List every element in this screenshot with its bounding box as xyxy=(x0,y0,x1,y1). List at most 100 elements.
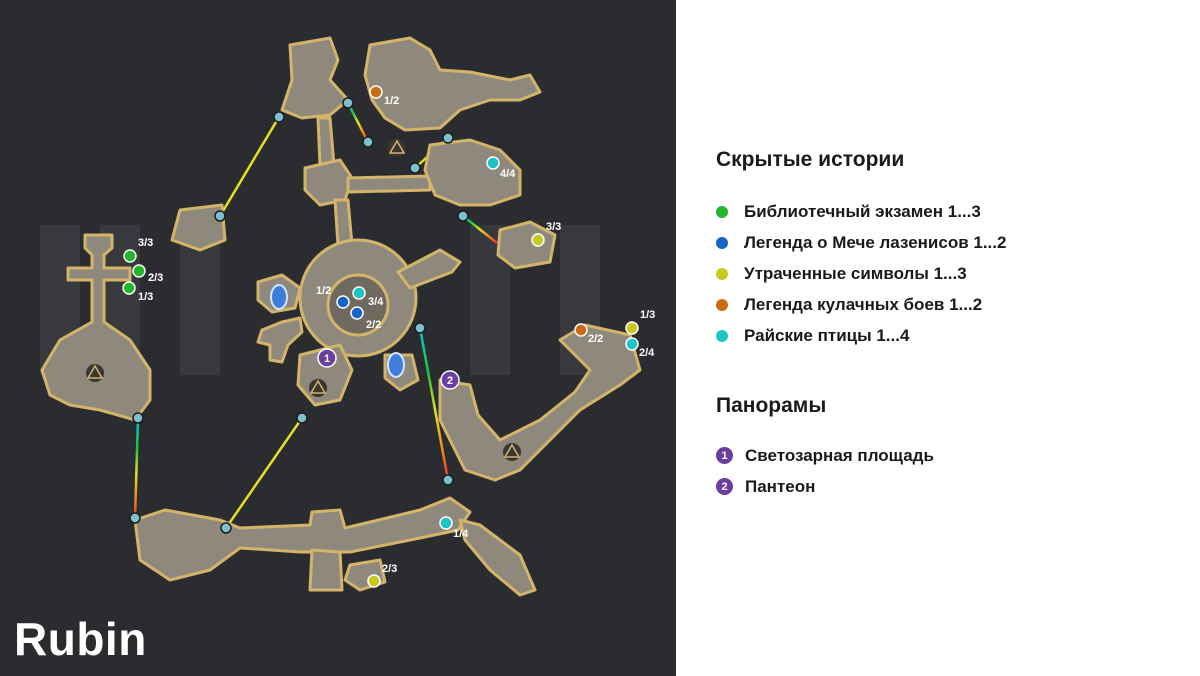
paradise-birds-marker[interactable] xyxy=(439,516,453,530)
room-east xyxy=(423,138,522,207)
room-junction-north xyxy=(303,158,354,207)
legend-label: Легенда кулачных боев 1...2 xyxy=(744,294,983,314)
panorama-marker[interactable] xyxy=(440,370,460,390)
legend-label: Светозарная площадь xyxy=(745,445,934,465)
corridor-south-east xyxy=(458,518,537,597)
marker-label: 1/2 xyxy=(384,95,399,107)
triangle-icon xyxy=(388,139,406,157)
sword-legend-marker[interactable] xyxy=(350,306,364,320)
room-hub-inner xyxy=(326,273,390,337)
corridor-south xyxy=(308,548,344,592)
corridor-north xyxy=(316,116,336,167)
teleport-path xyxy=(418,327,450,481)
portal-node xyxy=(296,412,308,424)
portal-node xyxy=(132,412,144,424)
fist-legend-marker[interactable] xyxy=(369,85,383,99)
panoramas-heading: Панорамы xyxy=(716,394,827,417)
portal-node xyxy=(442,132,454,144)
marker-label: 1/3 xyxy=(640,309,655,321)
marker-label: 4/4 xyxy=(500,168,516,180)
portals xyxy=(129,97,469,534)
lost-symbols-marker[interactable] xyxy=(531,233,545,247)
fist-legend-marker[interactable] xyxy=(574,323,588,337)
portal-node xyxy=(409,162,421,174)
hidden-stories-heading: Скрытые истории xyxy=(716,148,905,171)
sword-legend-marker[interactable] xyxy=(336,295,350,309)
panorama-markers: 12 xyxy=(317,348,460,390)
marker-label: 2/2 xyxy=(588,333,603,345)
room-small-west xyxy=(170,203,227,252)
boss-icons xyxy=(86,139,521,461)
marker-label: 3/3 xyxy=(546,221,561,233)
lost-symbols-marker[interactable] xyxy=(625,321,639,335)
teleport-path xyxy=(224,417,304,529)
corridor-central xyxy=(333,198,354,247)
legend-item: Утраченные символы 1...3 xyxy=(716,258,1006,289)
corridor-north-east xyxy=(346,174,432,194)
gate-icon xyxy=(387,352,405,378)
portal-node xyxy=(442,474,454,486)
gate-icons xyxy=(270,284,405,378)
marker-label: 1/2 xyxy=(316,285,331,297)
legend-dot-icon xyxy=(716,205,728,218)
marker-label: 2/4 xyxy=(639,347,655,359)
lost-symbols-marker[interactable] xyxy=(367,574,381,588)
panorama-marker[interactable] xyxy=(317,348,337,368)
paradise-birds-marker[interactable] xyxy=(625,337,639,351)
room-south-west xyxy=(133,496,472,582)
marker-label: 3/4 xyxy=(368,296,384,308)
panoramas-list: 1 Светозарная площадь 2 Пантеон xyxy=(716,440,934,502)
legend-label: Райские птицы 1...4 xyxy=(744,325,910,345)
legend-item: Легенда о Мече лазенисов 1...2 xyxy=(716,227,1006,258)
marker-label: 2/3 xyxy=(382,563,397,575)
room-top-right xyxy=(363,36,542,132)
room-pantheon xyxy=(438,323,642,482)
legend-label: Пантеон xyxy=(745,476,816,496)
legend-dot-icon xyxy=(716,329,728,342)
marker-label: 3/3 xyxy=(138,237,153,249)
room-cross-west xyxy=(256,316,304,364)
legend-dot-icon xyxy=(716,267,728,280)
marker-label: 2/2 xyxy=(366,319,381,331)
legend-panel: Скрытые истории Библиотечный экзамен 1..… xyxy=(676,0,1200,676)
dungeon-map[interactable]: 12 3/32/31/31/22/23/31/32/31/22/24/43/42… xyxy=(0,0,676,676)
gate-icon xyxy=(270,284,288,310)
teleport-path xyxy=(133,417,140,519)
marker-label: 1/4 xyxy=(453,528,469,540)
library-exam-marker[interactable] xyxy=(122,281,136,295)
paradise-birds-marker[interactable] xyxy=(486,156,500,170)
portal-node xyxy=(273,111,285,123)
legend-item: 1 Светозарная площадь xyxy=(716,440,934,471)
room-symbol-north xyxy=(496,220,557,270)
room-north-west xyxy=(280,36,350,120)
panorama-number-icon: 1 xyxy=(716,447,733,464)
legend-label: Библиотечный экзамен 1...3 xyxy=(744,201,981,221)
legend-item: Райские птицы 1...4 xyxy=(716,320,1006,351)
legend-dot-icon xyxy=(716,298,728,311)
legend-item: Легенда кулачных боев 1...2 xyxy=(716,289,1006,320)
portal-node xyxy=(342,97,354,109)
portal-node xyxy=(220,522,232,534)
library-exam-marker[interactable] xyxy=(123,249,137,263)
room-far-west xyxy=(40,233,152,422)
panorama-marker-label: 2 xyxy=(447,375,453,387)
panorama-marker-label: 1 xyxy=(324,353,330,365)
triangle-icon xyxy=(503,443,521,461)
paradise-birds-marker[interactable] xyxy=(352,286,366,300)
panorama-number-icon: 2 xyxy=(716,478,733,495)
portal-node xyxy=(362,136,374,148)
teleport-path xyxy=(462,215,498,244)
triangle-icon xyxy=(309,379,327,397)
portal-node xyxy=(414,322,426,334)
legend-item: 2 Пантеон xyxy=(716,471,934,502)
library-exam-marker[interactable] xyxy=(132,264,146,278)
marker-label: 1/3 xyxy=(138,291,153,303)
triangle-icon xyxy=(86,364,104,382)
corridor-hub-east xyxy=(396,248,462,290)
dungeon-rooms xyxy=(40,36,642,597)
teleport-path xyxy=(218,116,281,217)
portal-node xyxy=(129,512,141,524)
